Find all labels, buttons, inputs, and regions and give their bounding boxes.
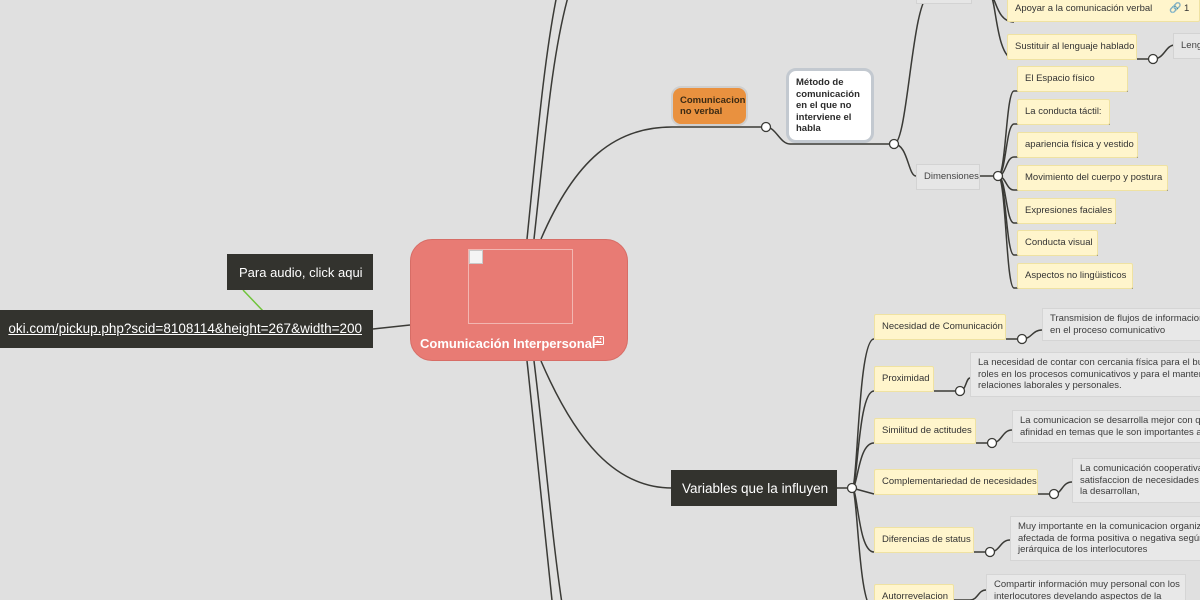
connector-root-top-2: [533, 0, 568, 240]
collapse-knob-item5[interactable]: [984, 546, 996, 558]
link-count: 1: [1184, 3, 1190, 14]
url-link-text[interactable]: oki.com/pickup.php?scid=8108114&height=2…: [8, 321, 362, 336]
connector-method-functions: [893, 0, 926, 145]
connector-root-nonverbal: [540, 126, 766, 240]
collapse-knob-method[interactable]: [888, 138, 900, 150]
collapse-knob-sustituir[interactable]: [1147, 53, 1159, 65]
connector-dim-7: [997, 175, 1133, 289]
desc-line: relaciones laborales y personales.: [978, 380, 1122, 391]
desc-line: jerárquica de los interlocutores: [1018, 544, 1148, 555]
connector-var-6: [851, 487, 868, 600]
desc-line: Muy importante en la comunicacion organi…: [1018, 521, 1200, 532]
topic-diferencias-status[interactable]: Diferencias de status: [874, 527, 974, 553]
desc-line: roles en los procesos comunicativos y pa…: [978, 368, 1200, 380]
connector-root-variables: [540, 360, 673, 489]
collapse-knob-item2[interactable]: [954, 385, 966, 397]
link-icon[interactable]: 🔗: [1168, 3, 1182, 14]
desc-line: la desarrollan,: [1080, 486, 1140, 497]
connector-item6-desc: [954, 589, 987, 600]
topic-sustituir-lenguaje[interactable]: Sustituir al lenguaje hablado: [1007, 34, 1137, 60]
connector-method-dimensions: [893, 143, 917, 177]
collapse-knob-item4[interactable]: [1048, 488, 1060, 500]
desc-line: afectada de forma positiva o negativa se…: [1018, 532, 1200, 544]
url-link[interactable]: oki.com/pickup.php?scid=8108114&height=2…: [0, 310, 373, 348]
topic-variables-influyen[interactable]: Variables que la influyen: [671, 470, 837, 506]
connector-root-url: [372, 324, 411, 330]
connector-root-top-1: [526, 0, 557, 240]
topic-comunicacion-no-verbal[interactable]: Comunicacion no verbal: [671, 86, 748, 126]
topic-apariencia-fisica[interactable]: apariencia física y vestido: [1017, 132, 1138, 158]
central-topic[interactable]: Comunicación Interpersonal: [410, 239, 628, 361]
topic-similitud-actitudes[interactable]: Similitud de actitudes: [874, 418, 976, 444]
topic-apoyar-comunicacion[interactable]: Apoyar a la comunicación verbal 🔗 1: [1007, 0, 1200, 22]
audio-link-label[interactable]: Para audio, click aqui: [227, 254, 373, 290]
topic-espacio-fisico[interactable]: El Espacio físico: [1017, 66, 1128, 92]
desc-proximidad[interactable]: La necesidad de contar con cercania físi…: [970, 352, 1200, 397]
central-topic-title: Comunicación Interpersonal: [420, 336, 596, 351]
topic-dimensiones[interactable]: Dimensiones: [916, 164, 980, 190]
topic-complementariedad-necesidades[interactable]: Complementariedad de necesidades: [874, 469, 1038, 495]
desc-line: satisfaccion de necesidades: [1080, 474, 1199, 486]
topic-autorrevelacion[interactable]: Autorrevelacion: [874, 584, 954, 600]
topic-apoyar-label: Apoyar a la comunicación verbal: [1015, 3, 1153, 14]
topic-leng-partial[interactable]: Leng: [1173, 33, 1200, 59]
desc-diferencias-status[interactable]: Muy importante en la comunicacion organi…: [1010, 516, 1200, 561]
connector-var-2: [851, 390, 875, 489]
connector-root-bottom-1: [526, 360, 553, 600]
topic-image-placeholder: [468, 249, 573, 324]
topic-conducta-visual[interactable]: Conducta visual: [1017, 230, 1098, 256]
desc-similitud-actitudes[interactable]: La comunicacion se desarrolla mejor con …: [1012, 410, 1200, 443]
topic-movimiento-cuerpo[interactable]: Movimiento del cuerpo y postura: [1017, 165, 1168, 191]
topic-metodo-comunicacion[interactable]: Método de comunicación en el que no inte…: [786, 68, 874, 143]
image-icon[interactable]: [593, 336, 604, 345]
desc-line: interlocutores develando aspectos de la: [994, 590, 1162, 600]
collapse-knob-nonverbal[interactable]: [760, 121, 772, 133]
desc-line: afinidad en temas que le son importantes…: [1020, 426, 1200, 438]
topic-funciones-partial[interactable]: [916, 0, 972, 4]
topic-conducta-tactil[interactable]: La conducta táctil:: [1017, 99, 1110, 125]
desc-complementariedad[interactable]: La comunicación cooperativa satisfaccion…: [1072, 458, 1200, 503]
desc-line: La comunicacion se desarrolla mejor con …: [1020, 415, 1200, 426]
topic-aspectos-no-linguisticos[interactable]: Aspectos no lingüisticos: [1017, 263, 1133, 289]
desc-necesidad-comunicacion[interactable]: Transmision de flujos de informacion en …: [1042, 308, 1200, 341]
collapse-knob-dimensiones[interactable]: [992, 170, 1004, 182]
desc-line: La necesidad de contar con cercania físi…: [978, 357, 1200, 368]
desc-autorrevelacion[interactable]: Compartir información muy personal con l…: [986, 574, 1186, 600]
connector-audio-url: [242, 289, 265, 313]
desc-line: La comunicación cooperativa: [1080, 463, 1200, 474]
desc-line: Compartir información muy personal con l…: [994, 579, 1180, 590]
broken-image-icon: [469, 250, 483, 264]
topic-proximidad[interactable]: Proximidad: [874, 366, 934, 392]
topic-necesidad-comunicacion[interactable]: Necesidad de Comunicación: [874, 314, 1006, 340]
collapse-knob-item1[interactable]: [1016, 333, 1028, 345]
collapse-knob-variables[interactable]: [846, 482, 858, 494]
topic-expresiones-faciales[interactable]: Expresiones faciales: [1017, 198, 1116, 224]
desc-line: Transmision de flujos de informacion: [1050, 313, 1200, 324]
desc-line: en el proceso comunicativo: [1050, 324, 1166, 336]
connector-root-bottom-2: [533, 360, 563, 600]
collapse-knob-item3[interactable]: [986, 437, 998, 449]
